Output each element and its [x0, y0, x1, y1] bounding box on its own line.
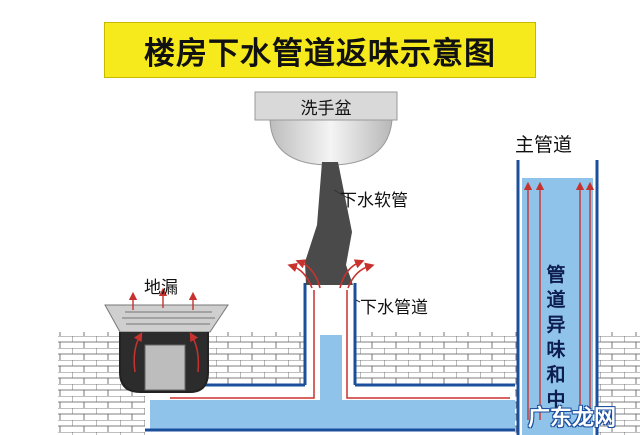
wash-basin — [254, 91, 398, 166]
leader-lines — [333, 189, 361, 303]
basin-label: 洗手盆 — [300, 98, 352, 119]
odor-arrows-pipe — [287, 259, 375, 289]
main-pipe-label: 主管道 — [515, 134, 573, 156]
diagram-title: 楼房下水管道返味示意图 — [144, 35, 496, 72]
floor-drain-label: 地漏 — [144, 278, 178, 298]
main-pipe — [516, 160, 599, 435]
soft-pipe-label: 下水软管 — [340, 191, 408, 211]
title-banner: 楼房下水管道返味示意图 — [104, 22, 536, 78]
drain-pipe-label: 下水管道 — [360, 298, 428, 318]
floor-drain — [104, 287, 229, 393]
main-pipe-vertical-label: 管道异味和中 — [546, 264, 566, 411]
watermark: 广东龙网 — [528, 406, 617, 431]
vertical-drain-pipe — [170, 283, 510, 405]
soft-hose — [305, 162, 353, 285]
